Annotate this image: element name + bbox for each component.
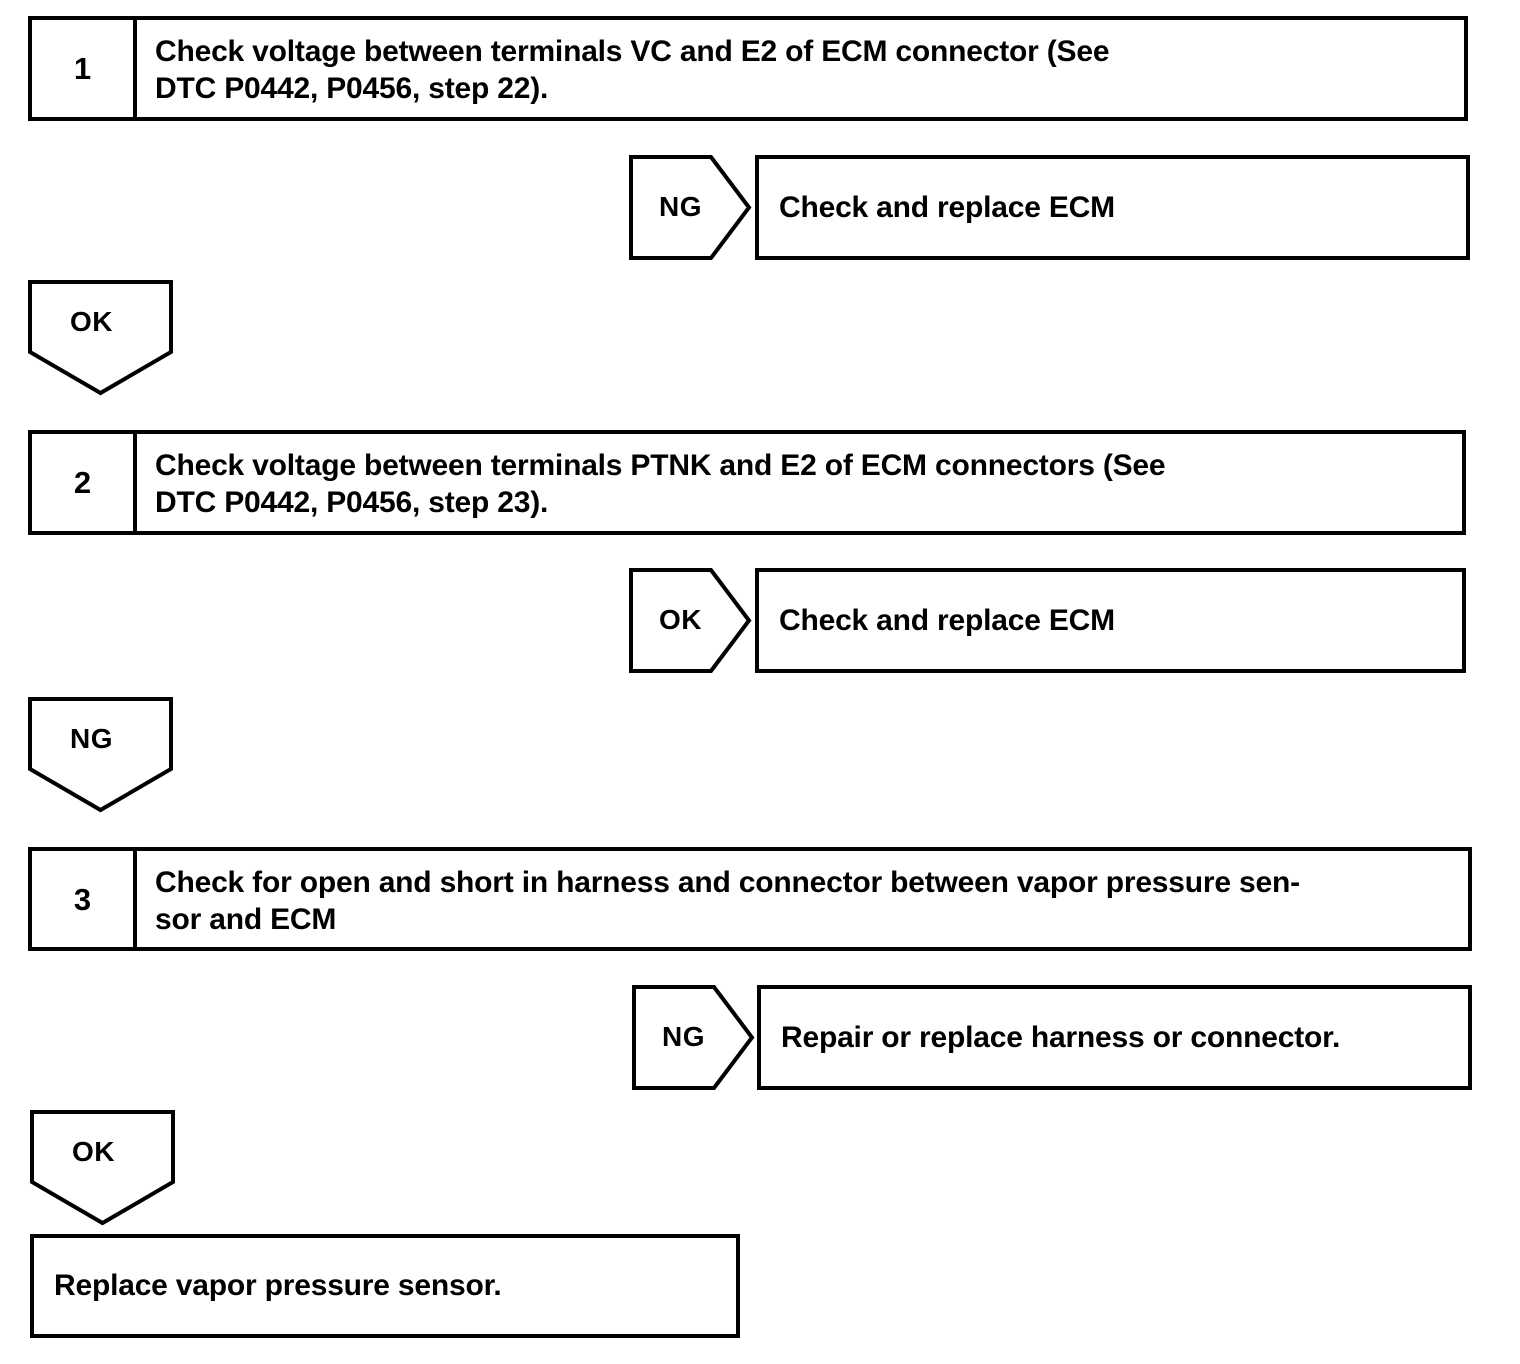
continuation-arrow-ng-2: NG	[28, 697, 173, 813]
pentagon-down-shape	[28, 697, 173, 813]
final-result-text: Replace vapor pressure sensor.	[54, 1269, 502, 1302]
pentagon-down-shape	[30, 1110, 175, 1226]
final-result-box: Replace vapor pressure sensor.	[30, 1234, 740, 1338]
step-number-1: 1	[73, 51, 92, 86]
step-number-cell-3: 3	[32, 851, 137, 947]
step-text-cell-3: Check for open and short in harness and …	[137, 851, 1468, 947]
pentagon-right-shape	[629, 155, 752, 260]
step-text-2: Check voltage between terminals PTNK and…	[155, 449, 1166, 519]
branch-result-box-2: Check and replace ECM	[755, 568, 1466, 673]
branch-result-text-3: Repair or replace harness or connector.	[781, 1020, 1341, 1054]
step-text-1: Check voltage between terminals VC and E…	[155, 35, 1110, 105]
branch-arrow-ng-1: NG	[629, 155, 752, 260]
branch-result-box-1: Check and replace ECM	[755, 155, 1470, 260]
pentagon-down-shape	[28, 280, 173, 396]
branch-arrow-ok-2: OK	[629, 568, 752, 673]
pentagon-right-shape	[629, 568, 752, 673]
step-text-3: Check for open and short in harness and …	[155, 866, 1300, 936]
branch-result-text-2: Check and replace ECM	[779, 603, 1115, 637]
step-number-cell-1: 1	[32, 20, 137, 117]
step-number-3: 3	[73, 881, 92, 917]
branch-arrow-ng-3: NG	[632, 985, 755, 1090]
continuation-arrow-ok-1: OK	[28, 280, 173, 396]
step-text-cell-1: Check voltage between terminals VC and E…	[137, 20, 1464, 117]
step-number-cell-2: 2	[32, 434, 137, 531]
step-box-2: 2 Check voltage between terminals PTNK a…	[28, 430, 1466, 535]
step-text-cell-2: Check voltage between terminals PTNK and…	[137, 434, 1462, 531]
pentagon-right-shape	[632, 985, 755, 1090]
step-box-1: 1 Check voltage between terminals VC and…	[28, 16, 1468, 121]
step-box-3: 3 Check for open and short in harness an…	[28, 847, 1472, 951]
branch-result-text-1: Check and replace ECM	[779, 190, 1115, 224]
step-number-2: 2	[73, 465, 92, 500]
branch-result-box-3: Repair or replace harness or connector.	[757, 985, 1472, 1090]
continuation-arrow-ok-3: OK	[30, 1110, 175, 1226]
